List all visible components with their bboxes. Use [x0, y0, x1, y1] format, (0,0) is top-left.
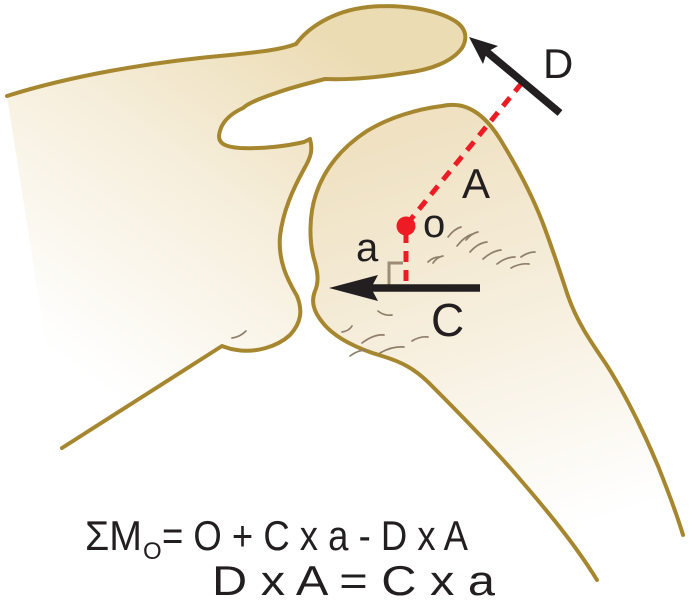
bone-texture: [231, 226, 536, 357]
force-d-label: D: [543, 40, 573, 87]
moment-arm-A-label: A: [462, 160, 490, 207]
equation-line1-rest: = O + C x a - D x A: [162, 512, 468, 559]
force-arrow-c: [329, 275, 480, 301]
right-angle-marker: [387, 261, 403, 285]
force-arrow-d: [469, 37, 563, 116]
pivot-label: o: [423, 202, 445, 246]
force-c-label: C: [431, 294, 464, 346]
equation-line2: D x A = C x a: [212, 557, 496, 600]
scapula-outline: [5, 4, 468, 450]
humerus-outline: [308, 102, 685, 582]
equation-line1-sigma: ΣM: [85, 512, 142, 559]
moment-equation: ΣM O = O + C x a - D x A D x A = C x a: [85, 512, 496, 600]
pivot-point-dot: [396, 216, 416, 236]
equation-line1-subscript: O: [143, 538, 162, 565]
moment-arm-a-label: a: [356, 226, 379, 270]
